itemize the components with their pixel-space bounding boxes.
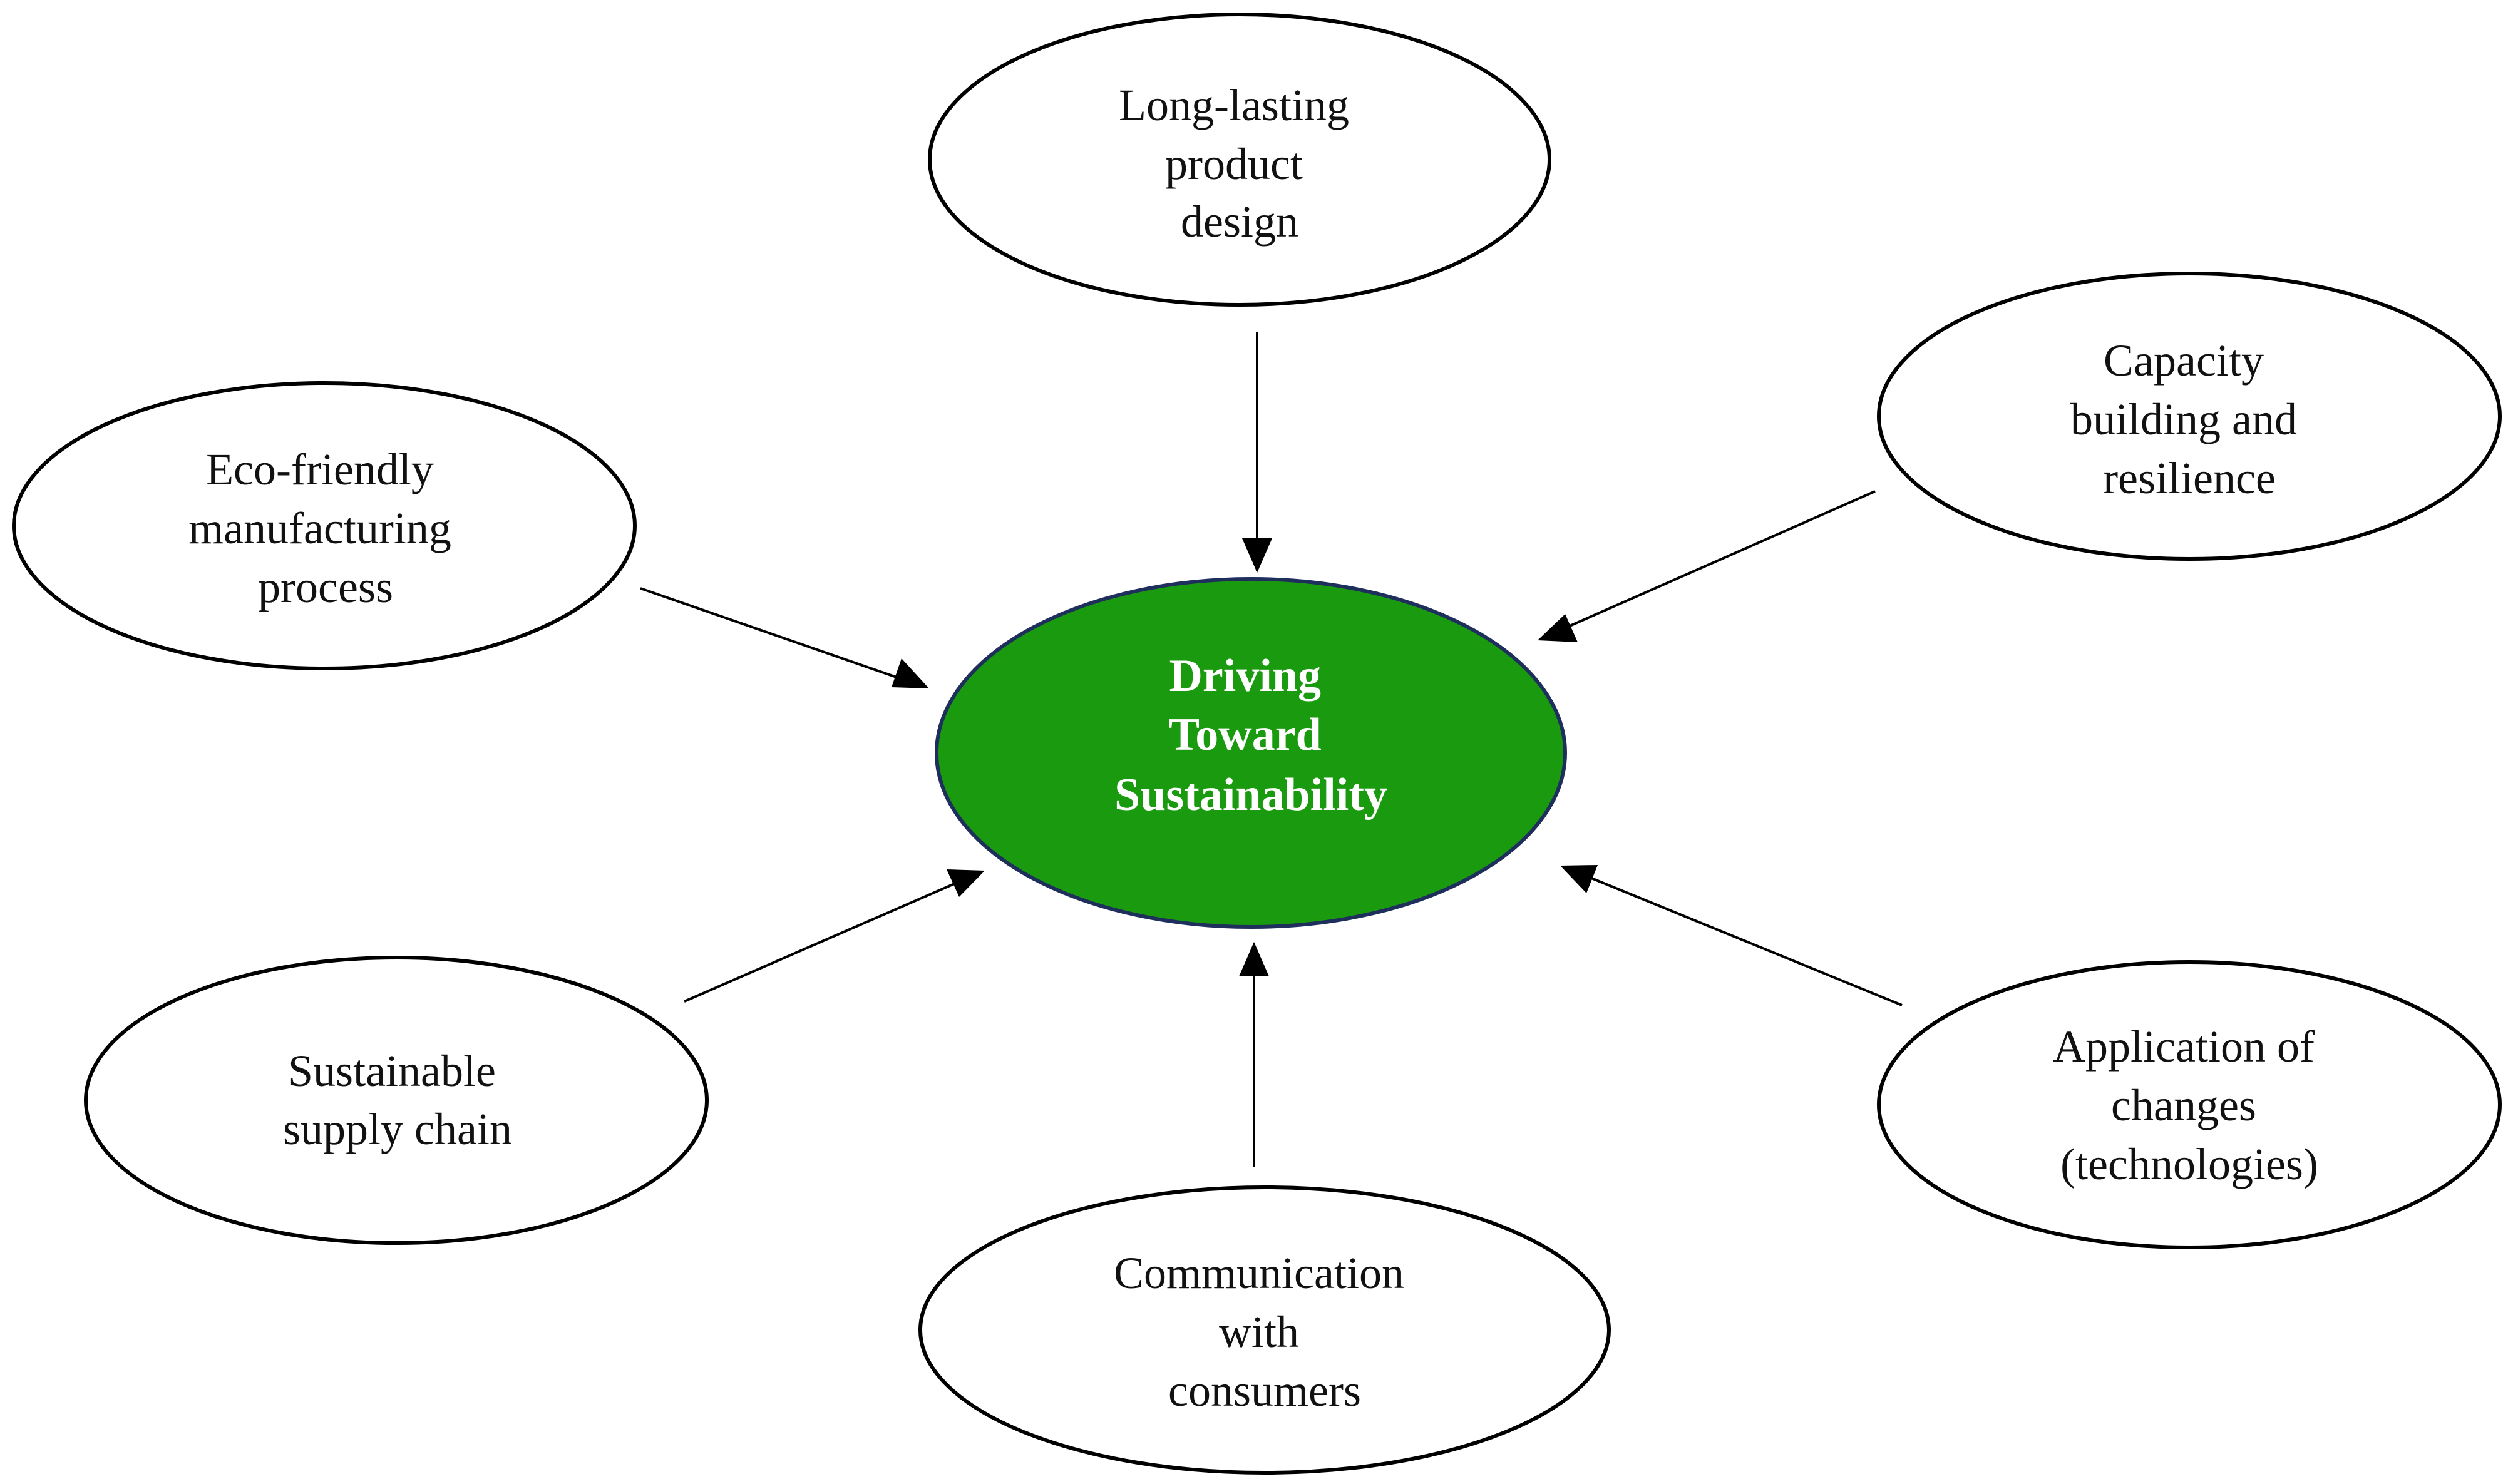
node-bottom-line-1: Communication (1114, 1248, 1404, 1298)
node-top-ellipse (928, 13, 1551, 307)
arrowhead-bottom (1239, 942, 1269, 976)
node-top-left: Eco-friendly manufacturing process (12, 381, 637, 670)
center-node: Driving Toward Sustainability (935, 577, 1567, 929)
arrow-top-right-to-center (1541, 490, 1876, 640)
arrowhead-top (1242, 538, 1272, 573)
node-bottom-right-ellipse (1877, 960, 2502, 1249)
node-top-line-2: product (1165, 139, 1303, 189)
node-top: Long-lasting product design (928, 13, 1551, 307)
node-bottom-left-label: Sustainable supply chain (283, 1046, 512, 1154)
node-bottom-left-line-1: Sustainable (288, 1046, 496, 1096)
center-line-3: Sustainability (1114, 769, 1387, 821)
center-line-1: Driving (1169, 650, 1321, 702)
center-line-2: Toward (1169, 709, 1322, 760)
node-bottom-left-ellipse (84, 956, 709, 1245)
node-top-left-ellipse (12, 381, 637, 670)
node-bottom-line-2: with (1219, 1307, 1299, 1357)
node-bottom-ellipse (918, 1185, 1611, 1475)
node-top-left-label: Eco-friendly manufacturing process (188, 444, 463, 612)
node-top-right-line-2: building and (2070, 394, 2297, 444)
node-top-right-line-3: resilience (2103, 453, 2276, 503)
arrowhead-top-right (1538, 614, 1578, 642)
node-bottom-right: Application of changes (technologies) (1877, 960, 2502, 1249)
arrowhead-top-left (892, 658, 929, 688)
node-top-right: Capacity building and resilience (1877, 272, 2502, 561)
node-top-label: Long-lasting product design (1119, 80, 1360, 247)
node-top-right-label: Capacity building and resilience (2070, 335, 2308, 503)
node-bottom-label: Communication with consumers (1114, 1248, 1416, 1416)
arrow-bottom-left-to-center (684, 871, 982, 1003)
node-top-left-line-2: manufacturing (188, 503, 451, 553)
arrowhead-bottom-right (1560, 865, 1598, 893)
center-label: Driving Toward Sustainability (1114, 650, 1387, 821)
arrow-bottom-right-to-center (1563, 866, 1903, 1006)
arrowhead-bottom-left (947, 869, 985, 897)
node-top-left-line-3: process (258, 562, 393, 612)
node-bottom-line-3: consumers (1168, 1366, 1361, 1416)
connectors (640, 332, 1903, 1167)
node-bottom-right-line-3: (technologies) (2060, 1139, 2318, 1189)
center-ellipse (935, 577, 1567, 929)
node-top-right-line-1: Capacity (2104, 335, 2264, 386)
node-bottom-right-label: Application of changes (technologies) (2053, 1021, 2326, 1189)
node-bottom-left-line-2: supply chain (283, 1104, 512, 1154)
node-top-right-ellipse (1877, 272, 2502, 561)
node-bottom-right-line-2: changes (2111, 1080, 2256, 1130)
node-bottom-left: Sustainable supply chain (84, 956, 709, 1245)
node-top-line-3: design (1181, 197, 1298, 247)
node-top-line-1: Long-lasting (1119, 80, 1349, 130)
node-top-left-line-1: Eco-friendly (206, 444, 434, 494)
node-bottom-right-line-1: Application of (2053, 1021, 2315, 1072)
arrow-top-left-to-center (640, 587, 926, 688)
node-bottom: Communication with consumers (918, 1185, 1611, 1475)
